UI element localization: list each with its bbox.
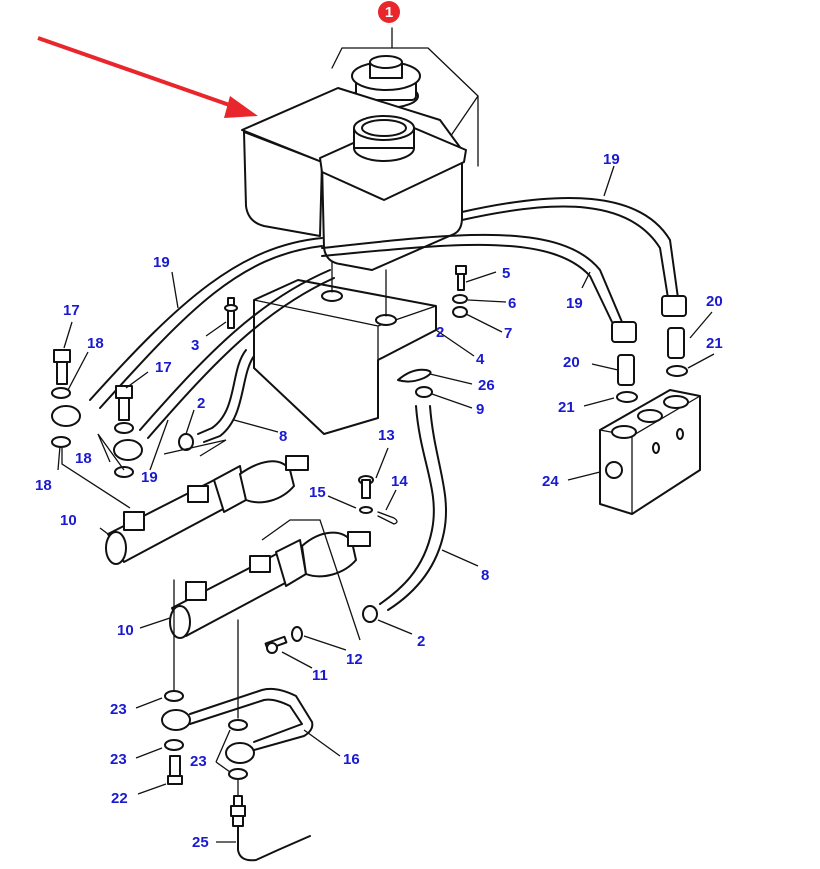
label-24: 24 — [542, 473, 559, 490]
pressure-switch-25[interactable] — [230, 795, 311, 862]
label-2: 2 — [436, 324, 444, 341]
label-9: 9 — [476, 401, 484, 418]
valve-block[interactable] — [599, 389, 701, 515]
washer-15[interactable] — [359, 506, 373, 514]
label-7: 7 — [504, 325, 512, 342]
label-11: 11 — [312, 667, 328, 684]
pipe-nuts[interactable] — [611, 295, 687, 343]
label-14: 14 — [391, 473, 408, 490]
bolt-5[interactable] — [455, 265, 467, 291]
pointer-arrow — [37, 36, 258, 118]
brake-pipes[interactable] — [89, 197, 679, 439]
part-labels: 2 2 2 3 4 5 6 7 8 8 9 10 10 11 12 13 14 … — [35, 151, 723, 851]
washer-12[interactable] — [291, 626, 303, 642]
label-2: 2 — [197, 395, 205, 412]
label-3: 3 — [191, 337, 199, 354]
label-19: 19 — [603, 151, 620, 168]
pipe-16[interactable] — [161, 687, 314, 764]
badge-label: 1 — [385, 4, 393, 21]
label-6: 6 — [508, 295, 516, 312]
label-18: 18 — [35, 477, 52, 494]
label-18: 18 — [75, 450, 92, 467]
reservoir[interactable] — [241, 27, 479, 271]
label-4: 4 — [476, 351, 485, 368]
clip-26[interactable] — [397, 368, 432, 383]
seal-9[interactable] — [415, 386, 433, 398]
hose-8-right[interactable] — [379, 405, 448, 611]
mounting-bracket[interactable] — [253, 261, 437, 435]
label-8: 8 — [279, 428, 287, 445]
sealing-washers-21[interactable] — [616, 365, 688, 403]
label-2: 2 — [417, 633, 425, 650]
label-12: 12 — [346, 651, 363, 668]
washers-23[interactable] — [164, 690, 248, 780]
label-5: 5 — [502, 265, 510, 282]
bolt-11[interactable] — [264, 635, 288, 654]
label-18: 18 — [87, 335, 104, 352]
label-25: 25 — [192, 834, 209, 851]
banjo-bolt-17-left[interactable] — [53, 349, 71, 385]
label-13: 13 — [378, 427, 395, 444]
master-cylinder-lower[interactable] — [169, 531, 371, 639]
label-16: 16 — [343, 751, 360, 768]
pin-3[interactable] — [224, 297, 238, 329]
label-21: 21 — [558, 399, 575, 416]
label-21: 21 — [706, 335, 723, 352]
adapters[interactable] — [617, 327, 685, 386]
label-17: 17 — [155, 359, 172, 376]
label-19: 19 — [153, 254, 170, 271]
split-pin-14[interactable] — [377, 511, 398, 525]
label-8: 8 — [481, 567, 489, 584]
label-15: 15 — [309, 484, 326, 501]
nut-7[interactable] — [452, 306, 468, 318]
highlight-badge[interactable]: 1 — [378, 1, 400, 23]
leader-lines — [57, 165, 715, 843]
label-19: 19 — [141, 469, 158, 486]
hose-8-left[interactable] — [197, 349, 255, 443]
master-cylinder-upper[interactable] — [105, 455, 309, 565]
label-23: 23 — [110, 751, 127, 768]
label-20: 20 — [563, 354, 580, 371]
banjo-bolt-17-right[interactable] — [115, 385, 133, 421]
label-23: 23 — [190, 753, 207, 770]
washer-6[interactable] — [452, 294, 468, 304]
hose-clamp-2-right[interactable] — [362, 605, 378, 623]
label-22: 22 — [111, 790, 128, 807]
label-17: 17 — [63, 302, 80, 319]
banjo-ends[interactable] — [51, 405, 143, 461]
banjo-bolt-22[interactable] — [167, 755, 183, 785]
label-10: 10 — [117, 622, 134, 639]
clevis-pin-13[interactable] — [358, 475, 374, 499]
label-26: 26 — [478, 377, 495, 394]
washers-18[interactable] — [51, 387, 134, 478]
label-23: 23 — [110, 701, 127, 718]
label-19: 19 — [566, 295, 583, 312]
label-20: 20 — [706, 293, 723, 310]
label-10: 10 — [60, 512, 77, 529]
